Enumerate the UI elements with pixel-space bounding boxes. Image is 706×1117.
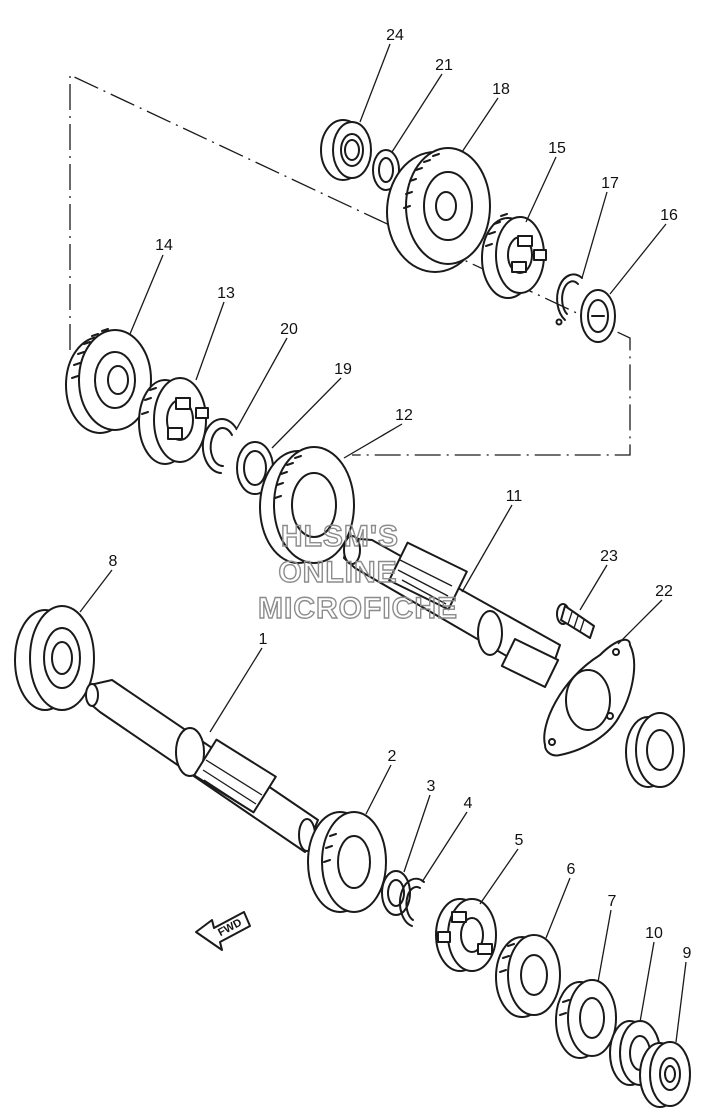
part-20-circlip [201, 418, 237, 474]
part-17-circlip [555, 273, 583, 326]
label-9: 9 [683, 945, 692, 962]
label-23: 23 [600, 548, 618, 565]
label-7: 7 [608, 893, 617, 910]
part-labels: 24 21 18 15 17 16 14 13 20 19 12 11 23 2… [109, 27, 692, 962]
part-5-gear [435, 898, 497, 972]
part-2-gear [307, 811, 387, 913]
label-21: 21 [435, 57, 453, 74]
watermark-line-2: ONLINE [278, 556, 397, 589]
label-4: 4 [464, 795, 473, 812]
label-8: 8 [109, 553, 118, 570]
part-23-bolt [556, 603, 595, 639]
label-22: 22 [655, 583, 673, 600]
label-19: 19 [334, 361, 352, 378]
label-14: 14 [155, 237, 173, 254]
part-12-gear [259, 446, 355, 564]
part-9-bearing [639, 1041, 691, 1108]
label-24: 24 [386, 27, 404, 44]
label-12: 12 [395, 407, 413, 424]
watermark: HLSM'S ONLINE MICROFICHE [257, 519, 458, 625]
part-18-gear [386, 147, 491, 273]
assembly-dashed-outline [69, 73, 631, 456]
part-7-gear [555, 979, 617, 1059]
label-3: 3 [427, 778, 436, 795]
part-11-shaft [343, 535, 561, 689]
label-5: 5 [515, 832, 524, 849]
part-16-lock-washer [580, 289, 616, 343]
watermark-line-3: MICROFICHE [258, 592, 458, 625]
part-22-retainer-plate [543, 638, 636, 757]
part-21-washer [372, 149, 400, 191]
label-2: 2 [388, 748, 397, 765]
label-20: 20 [280, 321, 298, 338]
label-1: 1 [259, 631, 268, 648]
label-6: 6 [567, 861, 576, 878]
part-1-shaft [85, 679, 319, 853]
part-14-gear [65, 328, 152, 434]
label-13: 13 [217, 285, 235, 302]
fwd-direction-arrow: FWD [195, 911, 251, 951]
label-15: 15 [548, 140, 566, 157]
leader-lines [79, 43, 687, 1043]
label-16: 16 [660, 207, 678, 224]
label-10: 10 [645, 925, 663, 942]
watermark-line-1: HLSM'S [281, 520, 399, 553]
part-13-gear [138, 377, 209, 465]
label-18: 18 [492, 81, 510, 98]
label-11: 11 [506, 488, 523, 505]
part-4-circlip [398, 877, 425, 927]
part-6-gear [495, 934, 561, 1018]
label-17: 17 [601, 175, 619, 192]
part-15-gear [481, 213, 547, 299]
part-24-bearing [320, 119, 372, 181]
main-axle-bearing [625, 712, 685, 788]
part-3-washer [381, 870, 411, 916]
part-8-bearing [14, 605, 95, 711]
